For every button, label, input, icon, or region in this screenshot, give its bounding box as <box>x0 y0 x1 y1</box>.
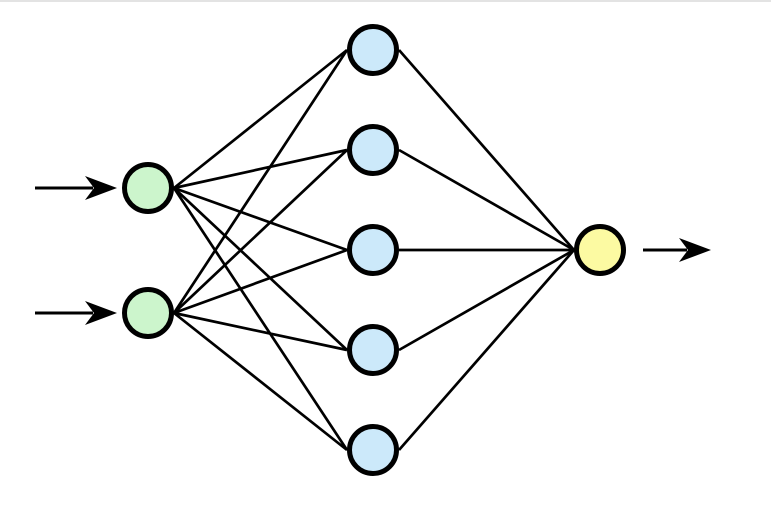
edge-input2-to-hidden4 <box>173 311 348 352</box>
edge-hidden1-to-output1 <box>397 49 576 251</box>
edge-input1-to-hidden1 <box>173 48 348 190</box>
input-arrow-1-head-icon <box>85 176 117 200</box>
input-node-2 <box>122 287 174 339</box>
edge-input2-to-hidden3 <box>173 248 348 315</box>
edge-input1-to-hidden4 <box>173 187 348 351</box>
hidden-node-4 <box>347 324 399 376</box>
hidden-node-5 <box>347 424 399 476</box>
hidden-node-1 <box>347 24 399 76</box>
edge-input1-to-hidden5 <box>172 187 349 451</box>
edge-input1-to-hidden2 <box>173 148 348 190</box>
hidden-node-3 <box>347 224 399 276</box>
edge-input2-to-hidden1 <box>172 49 349 314</box>
edge-input1-to-hidden3 <box>173 186 348 252</box>
hidden-node-2 <box>347 124 399 176</box>
edge-input2-to-hidden2 <box>173 149 348 314</box>
output-arrow-1-head-icon <box>679 238 711 262</box>
output-node-1 <box>574 224 626 276</box>
edge-input2-to-hidden5 <box>173 311 348 452</box>
edge-hidden5-to-output1 <box>397 249 576 451</box>
edge-hidden4-to-output1 <box>398 248 575 352</box>
window-top-border <box>0 0 771 2</box>
input-arrow-2-head-icon <box>85 301 117 325</box>
edge-hidden2-to-output1 <box>398 148 575 252</box>
input-node-1 <box>122 162 174 214</box>
